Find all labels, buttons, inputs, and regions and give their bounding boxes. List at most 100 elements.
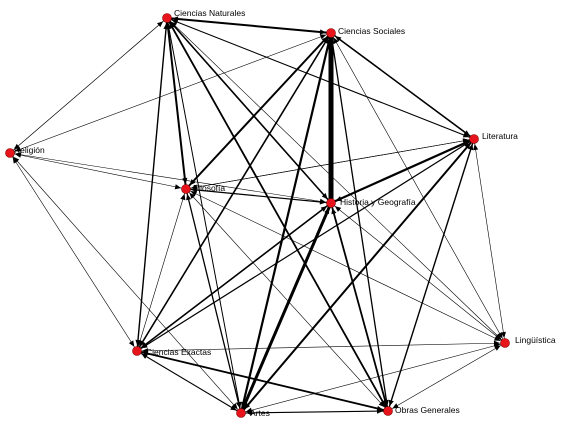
arrowhead-fil-og-0 (189, 192, 196, 199)
arrowhead-cn-rel-0 (156, 21, 164, 28)
node-label-lin: Lingüística (515, 335, 556, 345)
edge-fil-lin (185, 188, 506, 344)
edge-og-lin (387, 342, 506, 412)
node-fil (181, 184, 191, 194)
arrowhead-cs-fil-1 (189, 179, 196, 186)
edge-fil-art (185, 188, 242, 414)
arrowhead-ce-art-0 (141, 353, 148, 359)
node-rel (5, 148, 15, 158)
arrowhead-cn-lin-1 (495, 333, 502, 340)
edge-cs-fil (185, 32, 332, 190)
arrowhead-lit-og-0 (468, 143, 474, 151)
arrowhead-hg-lin-0 (334, 206, 342, 212)
node-art (236, 408, 246, 418)
arrowhead-og-lin-1 (494, 345, 501, 351)
arrowhead-fil-ce-0 (180, 193, 186, 201)
edge-ce-og (136, 350, 389, 412)
node-lit (469, 134, 479, 144)
edge-rel-hg (9, 152, 332, 204)
arrowhead-cs-ce-0 (323, 37, 329, 44)
arrowhead-lit-fil-0 (462, 138, 470, 144)
edge-cs-lin (330, 32, 506, 344)
edge-ce-art (136, 350, 242, 414)
arrowhead-fil-lin-0 (190, 191, 198, 197)
arrowhead-lit-lin-0 (473, 143, 479, 151)
edge-cn-ce (136, 17, 168, 352)
arrowhead-cs-lin-1 (497, 332, 503, 339)
edge-ce-lin (136, 342, 506, 352)
arrowhead-lit-fil-1 (190, 184, 198, 190)
edge-cn-hg (166, 17, 332, 204)
arrowhead-hg-art-0 (324, 207, 330, 215)
arrowhead-ce-art-1 (230, 405, 237, 411)
node-label-ce: Ciencias Exactas (146, 347, 211, 357)
arrowhead-layer (12, 16, 506, 416)
edge-rel-fil (9, 152, 187, 190)
arrowhead-cs-fil-0 (321, 36, 328, 43)
edge-rel-ce (9, 152, 138, 352)
arrowhead-hg-og-0 (331, 207, 337, 215)
arrowhead-rel-art-1 (231, 403, 238, 410)
arrowhead-lit-hg-1 (335, 196, 343, 201)
edge-layer (9, 17, 506, 415)
arrowhead-cs-art-1 (241, 401, 247, 409)
node-label-cs: Ciencias Sociales (338, 26, 405, 36)
arrowhead-cs-lin-0 (333, 37, 339, 44)
node-label-art: Artes (250, 408, 270, 418)
label-layer: Ciencias Naturales Ciencias Sociales Rel… (14, 8, 556, 418)
edge-cs-lit (330, 32, 475, 140)
arrowhead-fil-og-1 (378, 401, 385, 408)
arrowhead-lit-ce-0 (463, 141, 470, 148)
edge-cn-cs (166, 17, 332, 34)
arrowhead-rel-cs-1 (319, 34, 327, 40)
edge-cn-fil (166, 17, 187, 190)
arrowhead-cs-og-0 (330, 37, 336, 45)
arrowhead-rel-fil-1 (174, 184, 182, 190)
arrowhead-cn-fil-1 (182, 177, 188, 185)
edge-cs-og (330, 32, 389, 412)
node-hg (326, 198, 336, 208)
arrowhead-rel-ce-1 (128, 340, 135, 347)
arrowhead-lit-ce-1 (141, 342, 148, 349)
node-label-og: Obras Generales (395, 405, 460, 415)
arrowhead-cn-lit-1 (462, 132, 470, 138)
edge-lit-ce (136, 138, 475, 352)
edge-fil-hg (185, 188, 332, 204)
edge-cn-art (166, 17, 242, 414)
arrowhead-rel-hg-0 (14, 152, 22, 158)
arrowhead-og-lin-0 (392, 403, 399, 409)
arrowhead-cn-hg-1 (321, 193, 328, 200)
arrowhead-cn-lit-0 (171, 19, 179, 25)
edge-lit-og (387, 138, 475, 412)
node-ce (132, 346, 142, 356)
node-label-rel: Religión (14, 145, 45, 155)
edge-lit-fil (185, 138, 475, 190)
arrowhead-cn-art-1 (236, 401, 242, 409)
node-label-fil: Filosofía (193, 183, 225, 193)
node-label-lit: Literatura (482, 131, 518, 141)
edge-fil-og (185, 188, 389, 412)
node-cs (326, 28, 336, 38)
edge-cn-lit (166, 17, 475, 140)
arrowhead-art-og-1 (376, 408, 384, 414)
arrowhead-cn-cs-1 (319, 29, 327, 35)
node-layer (5, 13, 510, 418)
arrowhead-hg-ce-0 (320, 206, 328, 212)
node-cn (162, 13, 172, 23)
edge-art-og (240, 410, 389, 414)
edge-rel-art (9, 152, 242, 414)
edge-cn-lin (166, 17, 506, 344)
edge-art-lin (240, 342, 506, 414)
arrowhead-cs-og-1 (383, 399, 389, 407)
arrowhead-cn-art-0 (166, 22, 172, 30)
node-label-cn: Ciencias Naturales (174, 8, 245, 18)
edge-fil-ce (136, 188, 187, 352)
edge-hg-ce (136, 202, 332, 352)
arrowhead-fil-art-0 (186, 193, 192, 201)
node-lin (500, 338, 510, 348)
arrowhead-cs-hg-1 (328, 192, 334, 198)
edge-cs-art (239, 31, 333, 415)
edge-cn-og (166, 17, 389, 412)
